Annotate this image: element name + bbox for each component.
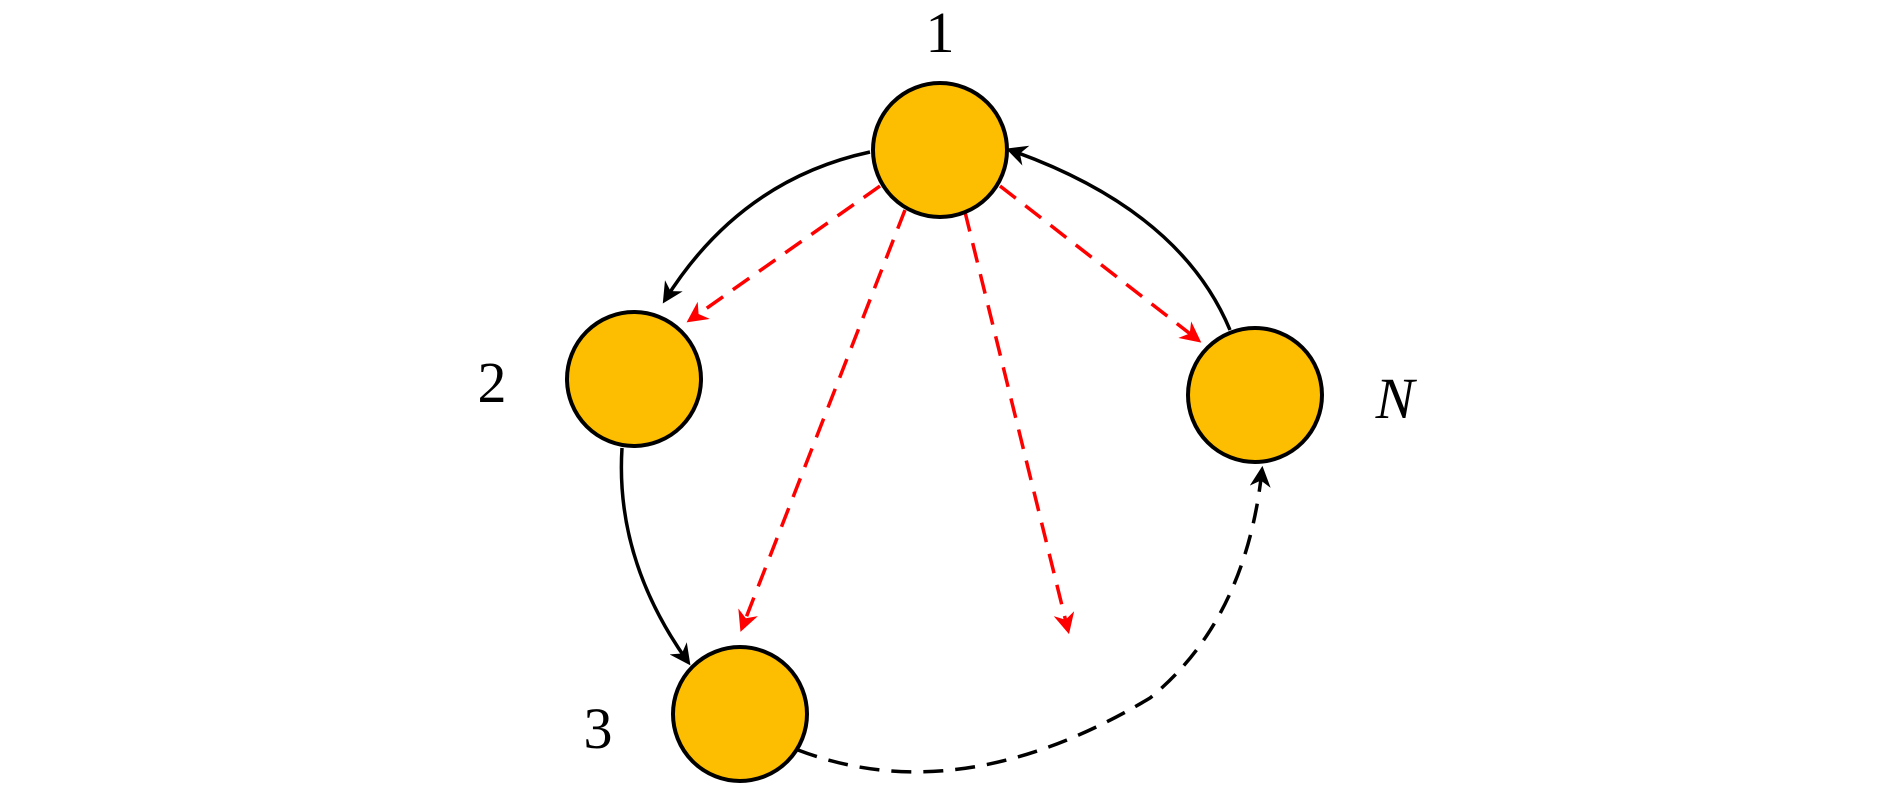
- node-N: [1186, 326, 1324, 464]
- node-1: [871, 81, 1009, 219]
- edge-1-to-2: [662, 150, 871, 304]
- broadcast-edge-1-to-N: [998, 184, 1202, 343]
- node-1-circle: [871, 81, 1009, 219]
- node-N-circle: [1186, 326, 1324, 464]
- edge-2-to-3: [619, 447, 691, 666]
- edge-N-to-1: [1006, 145, 1232, 331]
- node-2-circle: [565, 310, 703, 448]
- edge-3-to-N: [797, 465, 1271, 774]
- broadcast-edge-1-to-3: [738, 209, 907, 632]
- node-3-label: 3: [584, 696, 613, 761]
- node-2-label: 2: [478, 350, 507, 415]
- node-N-label: N: [1375, 366, 1418, 431]
- node-3-circle: [671, 645, 809, 783]
- node-3: [671, 645, 809, 783]
- node-1-label: 1: [926, 0, 955, 65]
- broadcast-edge-1-to-2: [686, 184, 882, 323]
- broadcast-edge-1-outward: [963, 211, 1075, 635]
- node-2: [565, 310, 703, 448]
